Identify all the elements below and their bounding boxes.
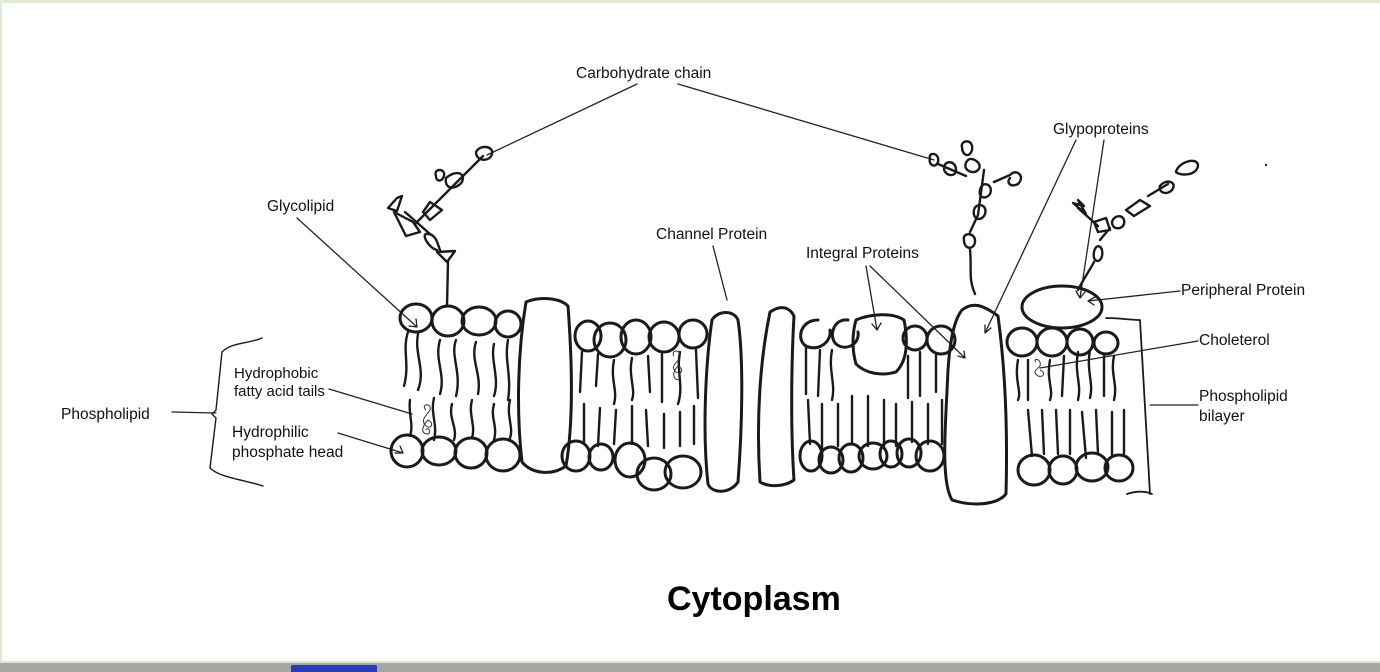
label-hydrophobic-1: Hydrophobic xyxy=(234,365,319,382)
leader-lines xyxy=(171,83,1199,454)
leader-channel-protein xyxy=(712,245,728,301)
peripheral-protein xyxy=(1020,284,1104,330)
phospholipid-heads-top-right xyxy=(1005,326,1120,358)
label-cholesterol: Choleterol xyxy=(1199,332,1270,349)
phospholipid-heads-bottom-right xyxy=(1016,451,1135,487)
fatty-acid-tails-right xyxy=(1015,348,1126,460)
label-channel-protein: Channel Protein xyxy=(656,226,767,243)
label-carbohydrate-chain: Carbohydrate chain xyxy=(576,65,711,82)
label-integral-proteins: Integral Proteins xyxy=(806,245,919,262)
fatty-acid-tails-mid-left xyxy=(578,348,700,450)
leader-carbohydrate-left xyxy=(486,83,638,156)
scrollbar-thumb[interactable] xyxy=(291,665,377,672)
window-frame-bottom xyxy=(0,661,1380,664)
integral-protein-large xyxy=(943,303,1009,506)
glycolipid-chain xyxy=(386,145,494,308)
leader-integral-1 xyxy=(865,265,882,331)
label-hydrophilic-1: Hydrophilic xyxy=(232,424,309,441)
leader-glycoprotein-1 xyxy=(984,139,1077,334)
phospholipid-heads-top-mid-right xyxy=(799,318,957,356)
leader-glycolipid xyxy=(296,217,418,328)
glycoprotein-chain-2 xyxy=(1071,159,1200,292)
leader-carbohydrate-right xyxy=(677,83,935,161)
label-phospholipid-bilayer-1: Phospholipid xyxy=(1199,388,1288,405)
leader-cholesterol xyxy=(1039,340,1199,369)
label-phospholipid-bilayer-2: bilayer xyxy=(1199,408,1245,425)
phospholipid-heads-bottom-left xyxy=(389,433,522,473)
leader-integral-2 xyxy=(869,265,966,359)
label-phospholipid: Phospholipid xyxy=(61,406,150,423)
label-glycolipid: Glycolipid xyxy=(267,198,334,215)
integral-protein-small xyxy=(851,313,908,376)
phospholipid-bracket xyxy=(209,337,264,487)
bilayer-bracket xyxy=(1105,317,1153,495)
label-cytoplasm: Cytoplasm xyxy=(667,580,841,618)
stray-dot xyxy=(1264,163,1268,167)
channel-protein xyxy=(703,311,744,493)
phospholipid-heads-top-left xyxy=(398,302,523,339)
label-glycoproteins: Glypoproteins xyxy=(1053,121,1149,138)
label-hydrophobic-2: fatty acid tails xyxy=(234,383,325,400)
integral-protein-left xyxy=(756,306,796,488)
leader-hydrophobic xyxy=(328,388,413,415)
horizontal-scrollbar[interactable] xyxy=(0,663,1380,672)
glycoprotein-chain-1 xyxy=(928,140,1023,296)
cholesterol-molecules xyxy=(422,350,1045,435)
label-peripheral-protein: Peripheral Protein xyxy=(1181,282,1305,299)
leader-peripheral-protein xyxy=(1087,290,1181,306)
fatty-acid-tails-left xyxy=(402,330,513,442)
fatty-acid-tails-mid-right xyxy=(804,344,944,450)
label-hydrophilic-2: phosphate head xyxy=(232,444,343,461)
phospholipid-heads-top-mid-left xyxy=(573,318,709,359)
leader-phospholipid xyxy=(171,411,217,414)
phospholipid-heads-bottom-mid-left xyxy=(560,439,703,492)
drawing-canvas xyxy=(2,3,1380,663)
